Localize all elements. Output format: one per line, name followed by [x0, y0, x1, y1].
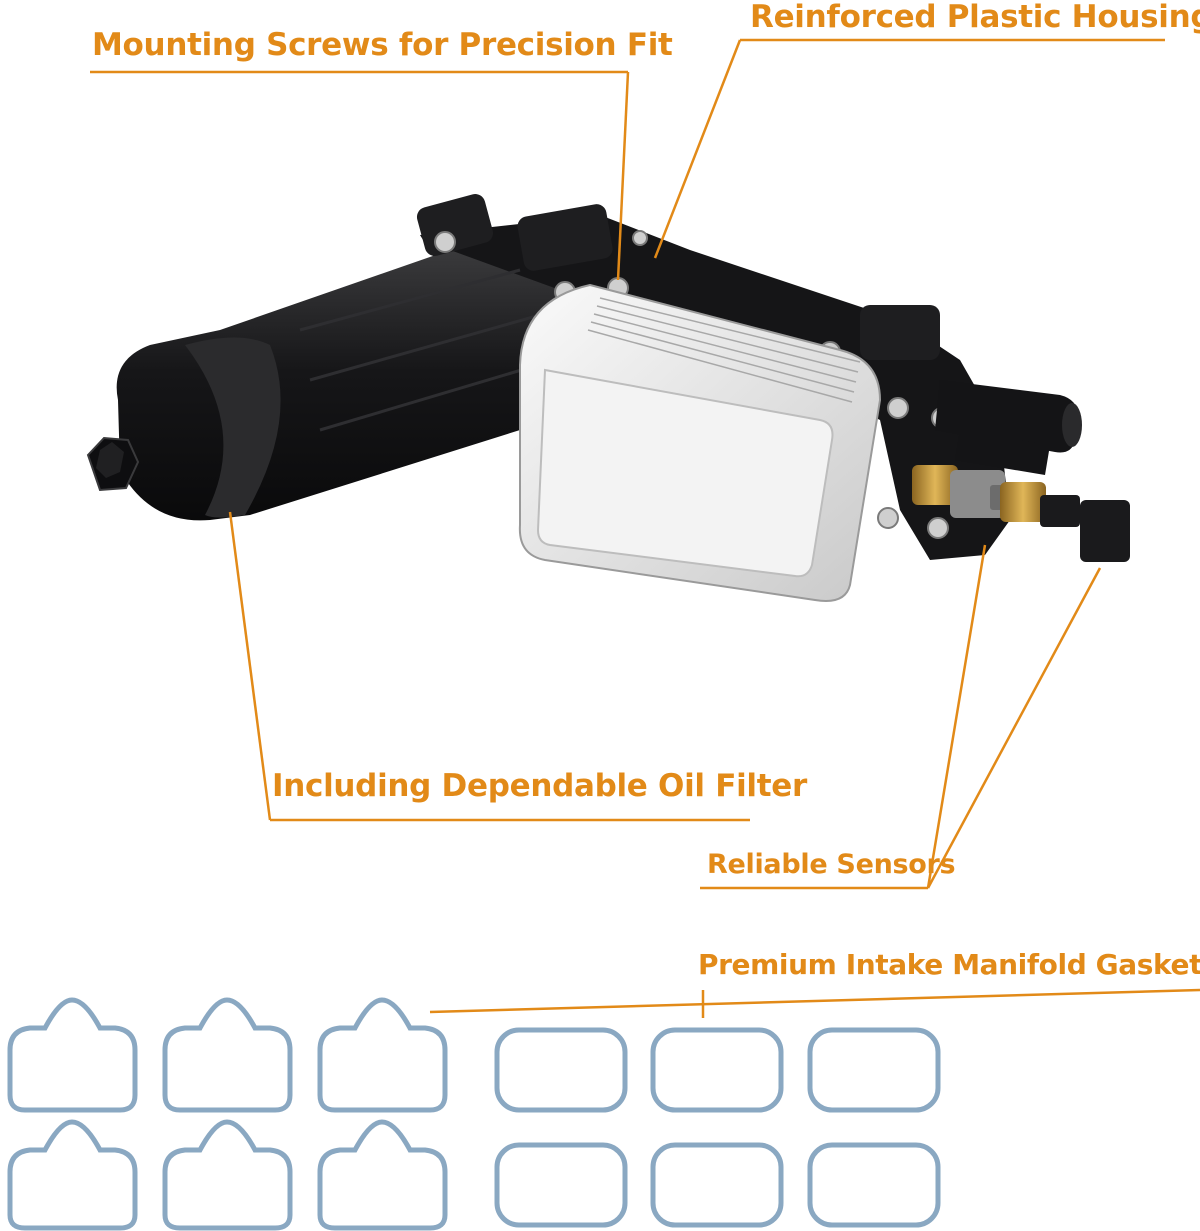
canister-ribs	[299, 268, 556, 432]
rect-gasket	[494, 1027, 628, 1113]
gaskets-underline	[429, 988, 1200, 1014]
screws-leader	[616, 71, 630, 281]
callout-leaders	[90, 38, 1200, 1018]
rounded-gasket	[317, 997, 448, 1113]
sensors-leader-b	[926, 567, 1102, 889]
rect-gasket-row-bottom	[494, 1142, 941, 1228]
rect-gasket	[494, 1142, 628, 1228]
oil-pressure-sensor	[912, 465, 1018, 518]
rect-gasket	[807, 1142, 941, 1228]
rounded-gasket	[7, 997, 138, 1113]
brass-sensors	[912, 465, 1130, 562]
callout-oil-filter: Including Dependable Oil Filter	[272, 768, 807, 804]
oil-temperature-sensor	[1000, 482, 1130, 562]
rounded-gasket-row-bottom	[7, 1119, 448, 1231]
rounded-gasket	[317, 1119, 448, 1231]
filter-cap-ring	[185, 337, 281, 518]
filter-leader	[228, 511, 272, 821]
filter-cap-hex-nut	[86, 436, 140, 492]
callout-gaskets: Premium Intake Manifold Gaskets	[698, 948, 1200, 981]
rounded-gasket	[162, 1119, 293, 1231]
housing-leader	[653, 39, 742, 259]
coolant-outlet-pipes	[935, 380, 1082, 475]
rounded-gasket	[162, 997, 293, 1113]
intake-manifold-gaskets	[7, 997, 941, 1231]
oil-cooler	[518, 283, 882, 602]
callout-mounting-screws: Mounting Screws for Precision Fit	[92, 27, 673, 63]
rounded-gasket-row-top	[7, 997, 448, 1113]
callout-sensors: Reliable Sensors	[707, 849, 956, 880]
rect-gasket	[650, 1142, 784, 1228]
sensors-leader-a	[926, 544, 987, 889]
callout-plastic-housing: Reinforced Plastic Housing	[750, 0, 1200, 35]
rounded-gasket	[7, 1119, 138, 1231]
rect-gasket	[807, 1027, 941, 1113]
rect-gasket	[650, 1027, 784, 1113]
oil-filter-housing-assembly	[86, 194, 1130, 602]
rect-gasket-row-top	[494, 1027, 941, 1113]
